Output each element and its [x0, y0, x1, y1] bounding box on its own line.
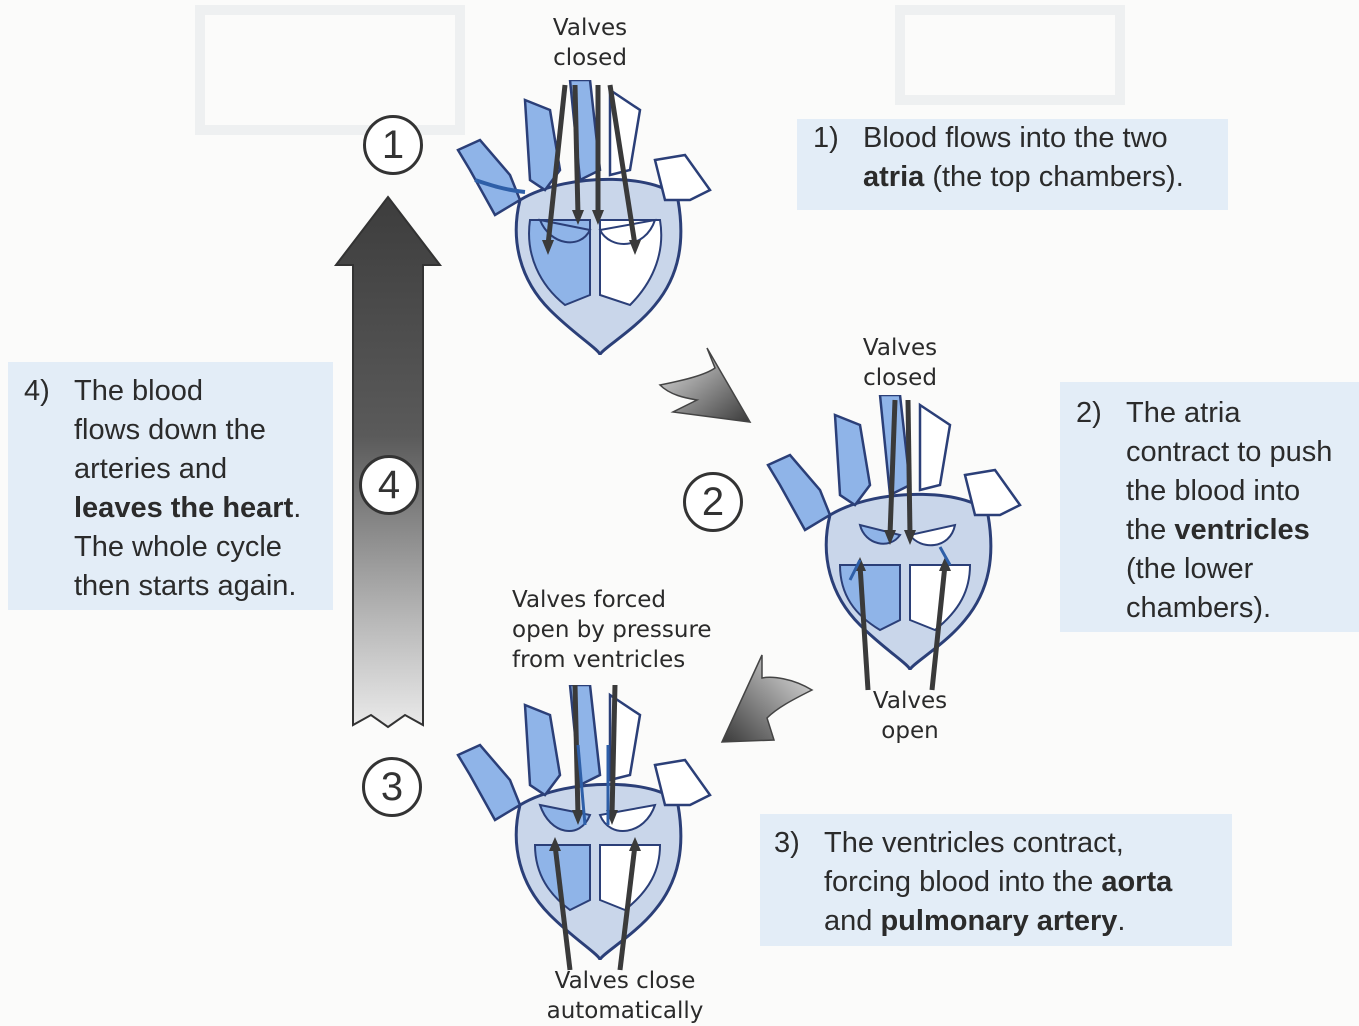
label-line: Valves [840, 333, 960, 363]
step-text-part: The blood [74, 375, 203, 407]
step-4-circle: 4 [359, 455, 419, 515]
step-3-box: 3) The ventricles contract, forcing blood… [760, 814, 1232, 946]
step-text-part: the blood into [1126, 475, 1300, 507]
step-text-part: (the lower [1126, 553, 1253, 585]
step-text-part: contract to push [1126, 436, 1332, 468]
step-text-part: the [1126, 514, 1174, 546]
step-text-part: ventricles [1174, 514, 1309, 546]
step-4-text: The blood flows down the arteries and leave… [74, 372, 301, 606]
step-4-number: 4) [24, 372, 50, 411]
label-line: Valves forced [512, 585, 742, 615]
label-line: closed [530, 43, 650, 73]
label-line: automatically [530, 996, 720, 1026]
step-text-part: then starts again. [74, 570, 296, 602]
label-valves-forced-open: Valves forced open by pressure from vent… [512, 585, 742, 675]
heart-diagram-ventricles-contract [450, 685, 720, 975]
step-text-part: The ventricles contract, [824, 827, 1124, 859]
step-text-part: The whole cycle [74, 531, 282, 563]
label-line: Valves [530, 13, 650, 43]
step-text-part: forcing blood into the [824, 866, 1101, 898]
label-line: from ventricles [512, 645, 742, 675]
label-valves-close-automatically: Valves close automatically [530, 966, 720, 1026]
heart-diagram-atria-filling [450, 80, 720, 370]
step-3-text: The ventricles contract, forcing blood in… [824, 824, 1172, 941]
step-text-part: (the top chambers). [924, 161, 1184, 193]
label-valves-open: Valves open [850, 686, 970, 746]
step-3-number: 3) [774, 824, 800, 863]
step-text-part: and [824, 905, 880, 937]
label-valves-closed-top: Valves closed [530, 13, 650, 73]
step-text-part: pulmonary artery [880, 905, 1117, 937]
step-4-box: 4) The blood flows down the arteries and le… [8, 362, 333, 610]
label-line: Valves [850, 686, 970, 716]
step-2-text: The atria contract to push the blood into t… [1126, 394, 1332, 628]
step-text-part: . [293, 492, 301, 524]
label-valves-closed-mid: Valves closed [840, 333, 960, 393]
step-text-part: Blood flows into the two [863, 122, 1168, 154]
step-text-part: flows down the [74, 414, 266, 446]
step-1-number: 1) [813, 119, 839, 158]
step-3-circle: 3 [362, 757, 422, 817]
step-text-part: The atria [1126, 397, 1240, 429]
step-text-part: aorta [1101, 866, 1172, 898]
step-1-text: Blood flows into the two atria (the top c… [863, 119, 1184, 197]
step-1-box: 1) Blood flows into the two atria (the to… [797, 119, 1228, 210]
label-line: Valves close [530, 966, 720, 996]
heart-diagram-atria-contract [760, 395, 1030, 695]
step-2-circle: 2 [683, 472, 743, 532]
label-line: open [850, 716, 970, 746]
label-line: open by pressure [512, 615, 742, 645]
label-line: closed [840, 363, 960, 393]
step-2-number: 2) [1076, 394, 1102, 433]
step-2-box: 2) The atria contract to push the blood in… [1060, 382, 1359, 632]
step-text-part: arteries and [74, 453, 227, 485]
step-text-part: . [1117, 905, 1125, 937]
step-text-part: chambers). [1126, 592, 1271, 624]
step-text-part: atria [863, 161, 924, 193]
step-text-part: leaves the heart [74, 492, 293, 524]
step-1-circle: 1 [363, 115, 423, 175]
